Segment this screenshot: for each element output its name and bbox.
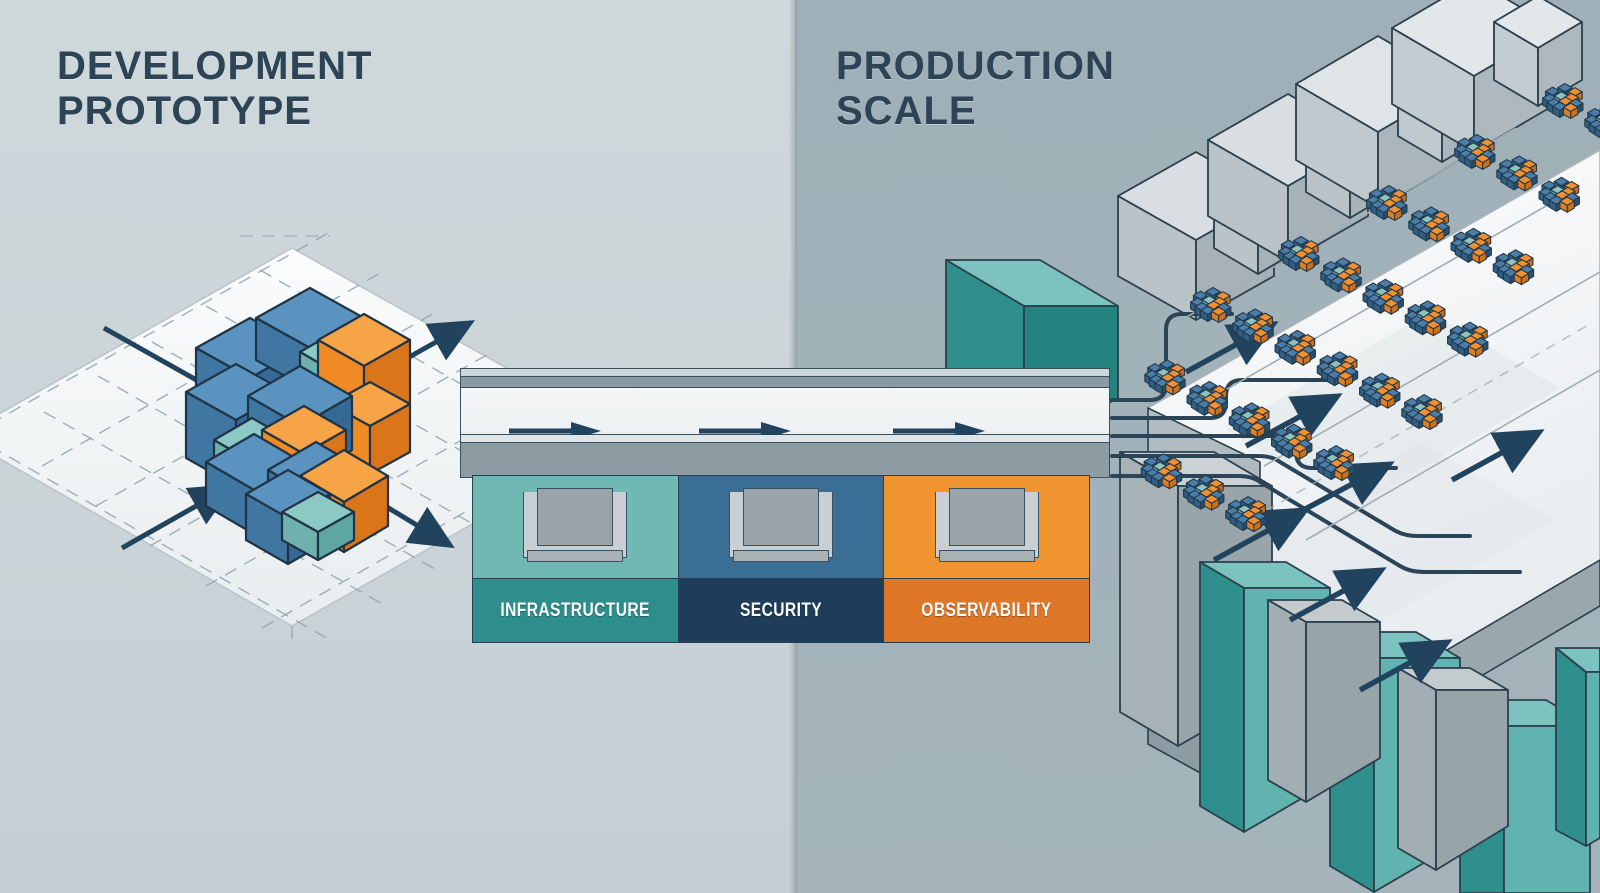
replica-cluster	[1313, 445, 1355, 482]
production-arrow-5	[1288, 567, 1387, 623]
teal-block-4	[1555, 647, 1600, 847]
replica-cluster	[1492, 249, 1535, 286]
panel-label-infrastructure: INFRASTRUCTURE	[500, 599, 651, 621]
replica-cluster	[1584, 108, 1600, 139]
conveyor-top-rail	[460, 368, 1110, 377]
production-arrow-6	[1358, 639, 1453, 693]
replica-cluster	[1542, 82, 1584, 119]
panel-strip-infrastructure: INFRASTRUCTURE	[473, 578, 678, 642]
panel-infrastructure[interactable]: INFRASTRUCTURE	[472, 475, 678, 643]
replica-cluster	[1408, 206, 1450, 243]
panel-strip-security: SECURITY	[678, 578, 884, 642]
replica-cluster	[1140, 453, 1183, 490]
replica-cluster	[1144, 359, 1186, 396]
blueprint-grid-lines	[0, 231, 603, 648]
conveyor-lower-rail	[460, 435, 1110, 442]
replica-cluster	[1271, 423, 1313, 460]
panel-label-security: SECURITY	[739, 599, 823, 621]
panel-body-observability	[884, 476, 1090, 578]
title-left-line1: DEVELOPMENT	[57, 44, 373, 88]
replica-cluster	[1232, 308, 1274, 345]
teal-front-blocks	[1199, 561, 1600, 893]
production-arrow-4	[1212, 507, 1311, 563]
platform-service-panels: INFRASTRUCTURE SECURITY OBSERVABILITY	[472, 475, 1091, 643]
panel-label-observability: OBSERVABILITY	[921, 599, 1052, 621]
delivery-pipeline-conveyor[interactable]	[460, 368, 1110, 478]
panel-security[interactable]: SECURITY	[677, 475, 884, 643]
grey-slab-4	[1391, 0, 1583, 153]
grey-gap-block-1	[1267, 599, 1381, 803]
title-right-line1: PRODUCTION	[836, 44, 1115, 88]
grey-gap-block-2	[1397, 667, 1509, 871]
panel-observability[interactable]: OBSERVABILITY	[883, 475, 1091, 643]
conveyor-apron	[460, 442, 1110, 478]
replica-cluster	[1404, 300, 1447, 337]
prototype-cube-cluster	[184, 286, 412, 566]
replica-cluster	[1225, 496, 1267, 533]
page-title-development: DEVELOPMENT PROTOTYPE	[57, 44, 372, 134]
replica-cluster	[1454, 133, 1496, 170]
production-arrow-2	[1244, 393, 1343, 449]
production-arrow-7	[1450, 429, 1545, 483]
replica-cluster	[1359, 372, 1401, 409]
replica-cluster	[1447, 321, 1489, 358]
page-title-production: PRODUCTION SCALE	[836, 44, 1115, 134]
replica-cluster	[1401, 394, 1443, 431]
panel-body-security	[678, 476, 884, 578]
replica-cluster	[1320, 257, 1362, 294]
production-flow-arrows	[1184, 321, 1545, 693]
panel-strip-observability: OBSERVABILITY	[884, 578, 1090, 642]
replica-cluster	[1496, 155, 1538, 192]
replica-cluster	[1183, 474, 1225, 511]
replica-cluster	[1228, 402, 1271, 439]
replica-cluster	[1278, 235, 1320, 272]
replica-cluster	[1538, 176, 1580, 213]
socket-bracket-icon	[523, 488, 628, 566]
replica-cluster	[1362, 278, 1404, 315]
panel-body-infrastructure	[473, 476, 678, 578]
socket-bracket-icon	[729, 488, 833, 566]
replica-cluster	[1450, 227, 1492, 264]
conveyor-mid-rail	[460, 377, 1110, 387]
production-arrow-3	[1294, 461, 1395, 517]
socket-bracket-icon	[934, 488, 1039, 566]
replica-cluster	[1186, 380, 1228, 417]
replica-cluster	[1190, 286, 1232, 323]
title-left-line2: PROTOTYPE	[57, 88, 312, 133]
conveyor-belt-surface	[460, 387, 1110, 440]
replica-cluster	[1274, 329, 1316, 366]
title-right-line2: SCALE	[836, 88, 977, 133]
replica-cluster	[1366, 184, 1408, 221]
replica-cluster	[1316, 351, 1359, 388]
